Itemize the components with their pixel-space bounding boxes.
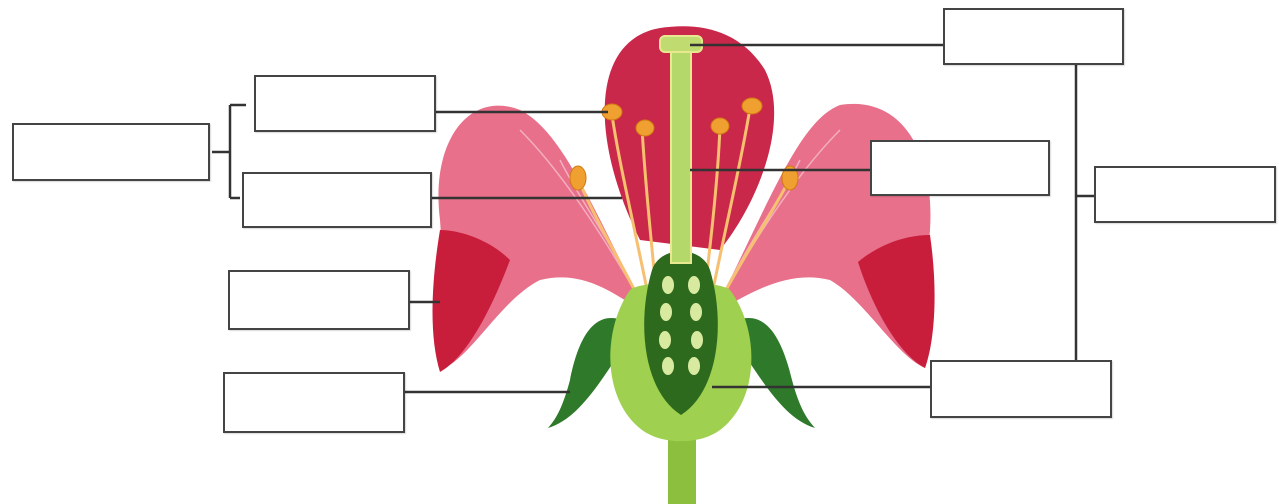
- label-box-stigma[interactable]: [943, 8, 1124, 65]
- label-box-style[interactable]: [870, 140, 1050, 196]
- label-box-anther[interactable]: [254, 75, 436, 132]
- label-box-sepal[interactable]: [223, 372, 405, 433]
- label-box-petal[interactable]: [228, 270, 410, 330]
- label-box-pistil-group[interactable]: [1094, 166, 1276, 223]
- label-box-stamen-group[interactable]: [12, 123, 210, 181]
- style: [671, 48, 691, 263]
- label-box-ovary[interactable]: [930, 360, 1112, 418]
- label-box-filament[interactable]: [242, 172, 432, 228]
